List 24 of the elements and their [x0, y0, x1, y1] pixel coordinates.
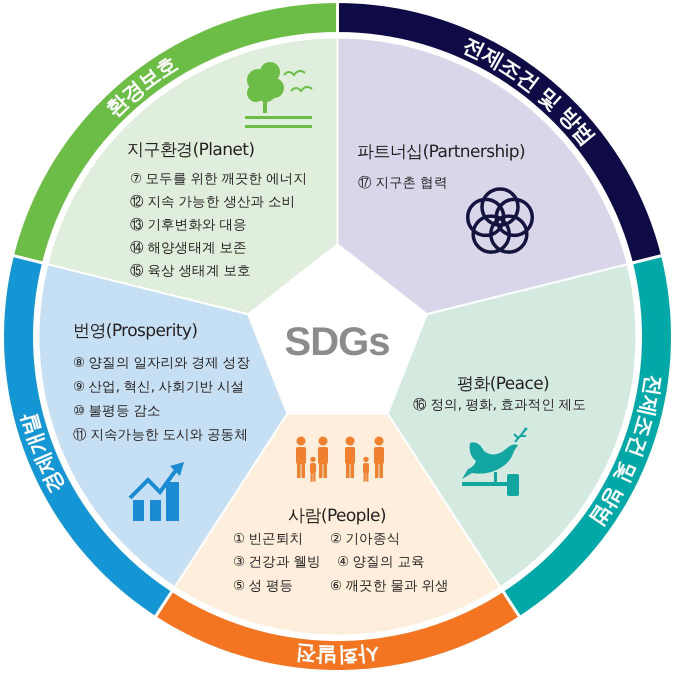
goal-item: ⑯ 정의, 평화, 효과적인 제도 — [413, 397, 586, 414]
ring-label: 사회발전 — [294, 640, 381, 668]
category-heading: 지구환경(Planet) — [127, 140, 254, 160]
goal-item: ⑭ 해양생태계 보존 — [130, 240, 247, 256]
category-heading: 파트너십(Partnership) — [357, 142, 525, 162]
goal-item: ⑬ 기후변화와 대응 — [130, 217, 247, 234]
goal-item: ⑩ 불평등 감소 — [73, 403, 160, 420]
goal-item: ⑫ 지속 가능한 생산과 소비 — [130, 194, 296, 210]
goal-item: ⑨ 산업, 혁신, 사회기반 시설 — [73, 379, 244, 396]
goal-item: ① 빈곤퇴치 — [233, 531, 303, 548]
center-title: SDGs — [284, 319, 390, 366]
goal-item: ② 기아종식 — [330, 531, 400, 548]
category-heading: 사람(People) — [288, 506, 386, 526]
category-heading: 평화(Peace) — [456, 374, 550, 394]
category-heading: 번영(Prosperity) — [73, 321, 198, 342]
goal-item: ③ 건강과 웰빙 — [233, 554, 320, 570]
goal-item: ⑪ 지속가능한 도시와 공동체 — [73, 427, 248, 444]
goal-item: ⑮ 육상 생태계 보호 — [130, 263, 250, 280]
goal-item: ⑥ 깨끗한 물과 위생 — [330, 578, 449, 594]
goal-item: ④ 양질의 교육 — [337, 554, 424, 570]
goal-item: ⑰ 지구촌 협력 — [358, 175, 448, 192]
goal-item: ⑤ 성 평등 — [233, 578, 294, 594]
goal-item: ⑧ 양질의 일자리와 경제 성장 — [73, 355, 250, 372]
goal-item: ⑦ 모두를 위한 깨끗한 에너지 — [130, 171, 307, 188]
